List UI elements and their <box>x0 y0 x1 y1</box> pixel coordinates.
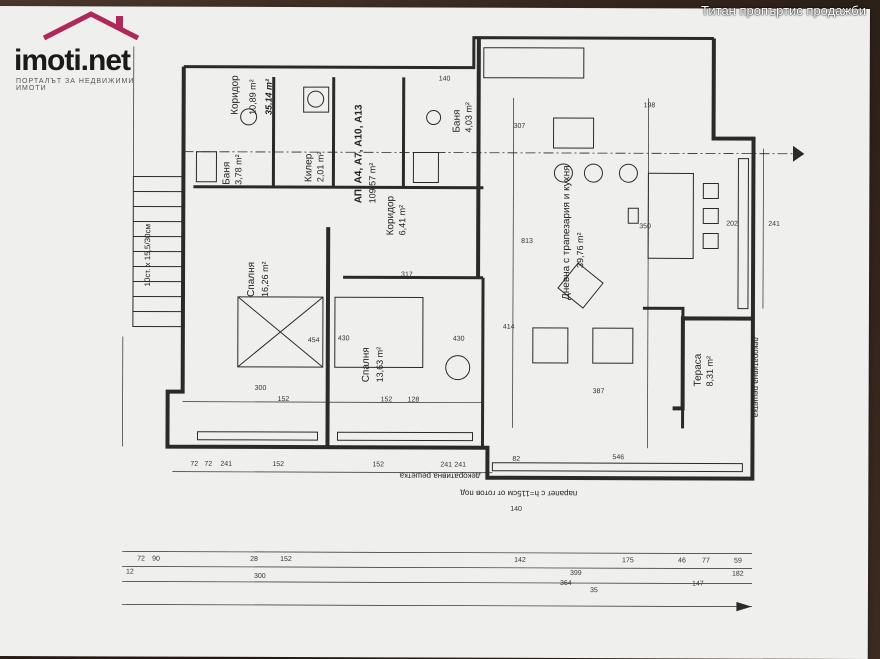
section-line <box>183 151 794 155</box>
dimension-label: 72 <box>190 460 199 468</box>
section-marker <box>792 145 805 162</box>
dimension-label: 59 <box>734 557 742 565</box>
room-area-bath-2: 4,03 m² <box>463 102 474 133</box>
dimension-label: 546 <box>612 454 625 462</box>
dimension-label: 175 <box>622 557 634 565</box>
room-area-terrace: 8,31 m² <box>704 355 715 387</box>
apartment-title: АП. А4, А7, А10, А13 <box>353 104 365 204</box>
room-label-bath-2: Баня <box>451 109 463 133</box>
dimension-label: 399 <box>570 570 582 578</box>
dimension-label: 317 <box>401 271 413 279</box>
room-label-bedroom-1: Спалня <box>245 261 258 297</box>
dimension-label: 813 <box>521 237 533 245</box>
interior-wall <box>476 37 481 278</box>
dimension-label: 300 <box>254 384 267 392</box>
dimension-label: 430 <box>337 335 350 343</box>
dimension-label: 140 <box>510 505 522 513</box>
interior-wall <box>193 185 484 190</box>
right-wall <box>711 38 756 319</box>
note-parapet: парапет с h=115см от готов под <box>460 488 578 499</box>
agency-watermark: Титан пропъртис продажби <box>701 3 866 18</box>
dimension-label: 241 <box>454 461 467 469</box>
room-label-bedroom-2: Спалня <box>360 347 372 383</box>
note-decorative-grille-bottom: декоративна решетка <box>399 471 481 481</box>
note-stairs: 10ст. х 15,5/30см <box>143 223 153 287</box>
dimension-label: 202 <box>726 220 738 228</box>
room-area-storage: 2,01 m² <box>315 151 326 183</box>
room-label-corridor: Коридор <box>385 195 397 236</box>
floor-plan-sheet: Коридор 10,89 m² 35,14 m² Баня 3,78 m² К… <box>0 6 870 659</box>
room-area-corridor-common: 10,89 m² <box>247 79 258 115</box>
dimension-label: 72 <box>137 555 145 563</box>
room-label-bath-1: Баня <box>221 161 233 185</box>
dimension-label: 152 <box>277 395 290 404</box>
dimension-label: 28 <box>250 555 258 563</box>
room-area-corridor: 6,41 m² <box>397 204 408 236</box>
room-label-terrace: Тераса <box>692 353 704 387</box>
windows <box>196 158 749 473</box>
apartment-area: 109,57 m² <box>367 162 378 204</box>
dimension-label: 90 <box>152 555 160 563</box>
dimension-label: 77 <box>702 557 710 565</box>
dimension-lines <box>121 46 764 607</box>
dimension-label: 241 <box>440 461 453 469</box>
interior-wall <box>325 227 331 448</box>
common-total-area: 35,14 m² <box>263 78 274 115</box>
dimension-label: 152 <box>272 460 285 469</box>
dimension-label: 72 <box>204 460 213 468</box>
dimension-label: 35 <box>589 587 598 595</box>
dimension-label: 414 <box>502 323 515 331</box>
beds <box>237 296 424 369</box>
imoti-logo: imoti.net ПОРТАЛЪТ ЗА НЕДВИЖИМИ ИМОТИ <box>6 8 166 92</box>
interior-wall <box>480 277 485 448</box>
room-area-bath-1: 3,78 m² <box>233 154 244 185</box>
dimension-label: 152 <box>372 461 385 469</box>
dimension-label: 152 <box>380 396 393 404</box>
room-label-storage: Килер <box>303 153 315 183</box>
dimension-label: 430 <box>452 335 465 343</box>
terrace-wall <box>642 306 685 429</box>
dimension-label: 454 <box>307 337 320 345</box>
room-label-corridor-common: Коридор <box>229 75 241 115</box>
room-area-bedroom-2: 13,63 m² <box>374 346 385 383</box>
outer-wall-top <box>183 36 714 70</box>
logo-tagline: ПОРТАЛЪТ ЗА НЕДВИЖИМИ ИМОТИ <box>16 78 135 92</box>
dimension-label: 128 <box>407 396 420 404</box>
dimension-label: 140 <box>438 75 451 83</box>
logo-brand: imoti.net <box>14 44 131 77</box>
house-roof-icon <box>42 11 140 41</box>
dimension-label: 300 <box>253 572 266 580</box>
dimension-label: 147 <box>691 580 704 588</box>
floor-plan-drawing <box>121 36 805 612</box>
dimension-label: 241 <box>220 460 233 468</box>
dimension-label: 182 <box>732 570 744 578</box>
dimension-label: 307 <box>513 122 526 130</box>
room-area-living-kitchen: 39,76 m² <box>575 232 586 269</box>
note-decorative-grille-right: декоративна решетка <box>751 336 761 418</box>
room-label-living-kitchen: Дневна с трапезария и кухня <box>560 165 573 301</box>
dimension-label: 142 <box>514 556 526 564</box>
dimension-label: 82 <box>512 455 521 463</box>
dimension-label: 198 <box>643 102 656 110</box>
room-area-bedroom-1: 16,26 m² <box>259 261 271 297</box>
arrow-marker <box>736 601 752 612</box>
dimension-label: 364 <box>559 579 572 588</box>
dimension-label: 152 <box>280 556 292 564</box>
dimension-label: 12 <box>126 568 134 576</box>
dimension-label: 241 <box>768 220 780 228</box>
stairs <box>132 175 184 328</box>
dimension-label: 350 <box>639 223 651 231</box>
kitchen <box>483 47 719 364</box>
dimension-label: 46 <box>678 557 686 565</box>
dimension-label: 387 <box>592 388 605 396</box>
